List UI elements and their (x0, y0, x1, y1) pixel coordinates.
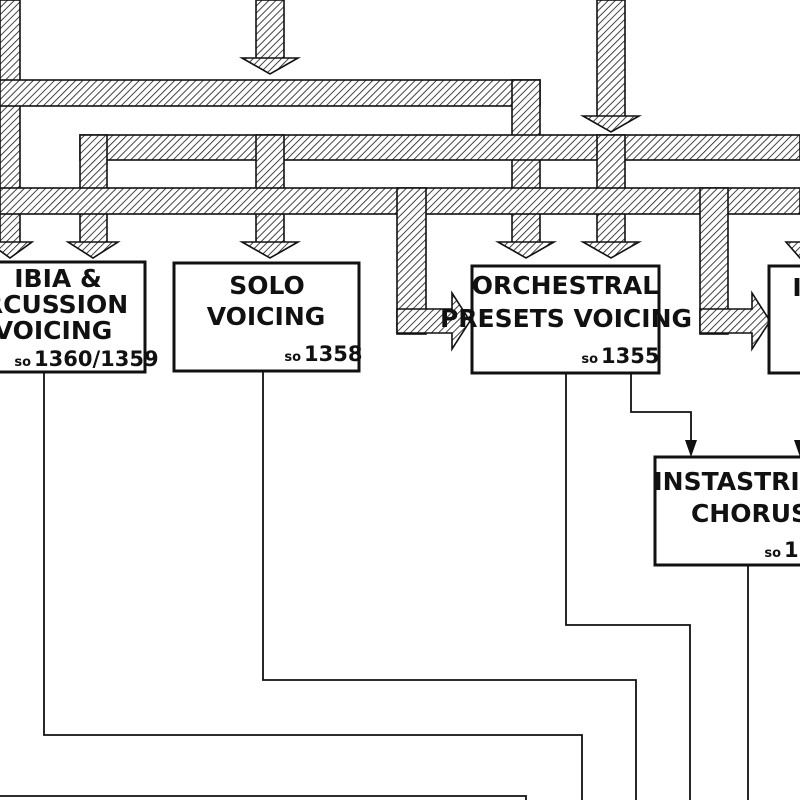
instastring-title-line-1: INSTASTRIN (653, 467, 800, 496)
orchestral-title-line-1: ORCHESTRAL (472, 271, 659, 300)
solo-voicing-box (172, 261, 361, 373)
bus-trunk-right (596, 0, 626, 121)
bus-arrow-down-center (238, 57, 302, 75)
orchestral-to-instastring-wire (630, 374, 692, 440)
orchestral-prefix: so (581, 352, 598, 367)
orchestral-code: 1355 (601, 344, 659, 368)
orchestral-title-line-2: PRESETS VOICING (440, 304, 692, 333)
instastring-title-line-2: CHORUS (691, 499, 800, 528)
bus-arrow-down-tibia-left (0, 241, 35, 259)
bus-arrow-down-right (579, 115, 643, 133)
tibia-title-line-1: IBIA & (14, 264, 102, 293)
edge-block-box (767, 264, 800, 375)
solo-title-line-1: SOLO (229, 271, 305, 300)
bus-a-drop (511, 79, 541, 246)
tibia-title-line-2: RCUSSION (0, 290, 128, 319)
edge-block: I (767, 264, 800, 375)
bus-arrow-down-orch-right (579, 241, 643, 259)
instastring-chorus-box (653, 455, 800, 567)
bus-b-horizontal (79, 134, 800, 161)
bus-arrow-down-orch-left (494, 241, 558, 259)
instastring-chorus-block: INSTASTRIN CHORUS so 12 (653, 455, 800, 567)
instastring-code: 12 (784, 538, 800, 562)
edge-instastring-arrowhead (794, 440, 800, 457)
solo-voicing-block: SOLO VOICING so 1358 (172, 261, 362, 373)
output-wire-tibia (43, 372, 583, 800)
instastring-input-arrowhead (685, 440, 697, 457)
orchestral-presets-box (470, 264, 661, 375)
signal-bus-group (0, 0, 800, 352)
bus-arrow-down-tibia-right (65, 241, 121, 259)
tibia-percussion-voicing-block: IBIA & RCUSSION VOICING so 1360/1359 (0, 260, 159, 374)
output-wire-group (0, 372, 800, 800)
solo-code: 1358 (304, 342, 362, 366)
tibia-percussion-box (0, 260, 147, 374)
tibia-title-line-3: VOICING (0, 316, 112, 345)
bus-trunk-center (255, 0, 285, 63)
output-wire-orchestral (565, 374, 691, 800)
bus-feed-orchestral (396, 290, 471, 352)
orchestral-presets-voicing-block: ORCHESTRAL PRESETS VOICING so 1355 (440, 264, 692, 375)
tibia-code: 1360/1359 (34, 347, 159, 371)
output-wire-lower (0, 795, 527, 800)
instastring-prefix: so (764, 546, 781, 561)
bus-feed-edge (699, 290, 771, 352)
bus-arrow-down-edge (784, 241, 800, 260)
edge-block-title: I (792, 273, 800, 302)
solo-title-line-2: VOICING (207, 302, 326, 331)
bus-arrow-down-solo (238, 241, 302, 259)
solo-prefix: so (284, 350, 301, 365)
tibia-prefix: so (14, 355, 31, 370)
output-wire-solo (262, 372, 637, 800)
bus-a-horizontal (0, 79, 541, 107)
